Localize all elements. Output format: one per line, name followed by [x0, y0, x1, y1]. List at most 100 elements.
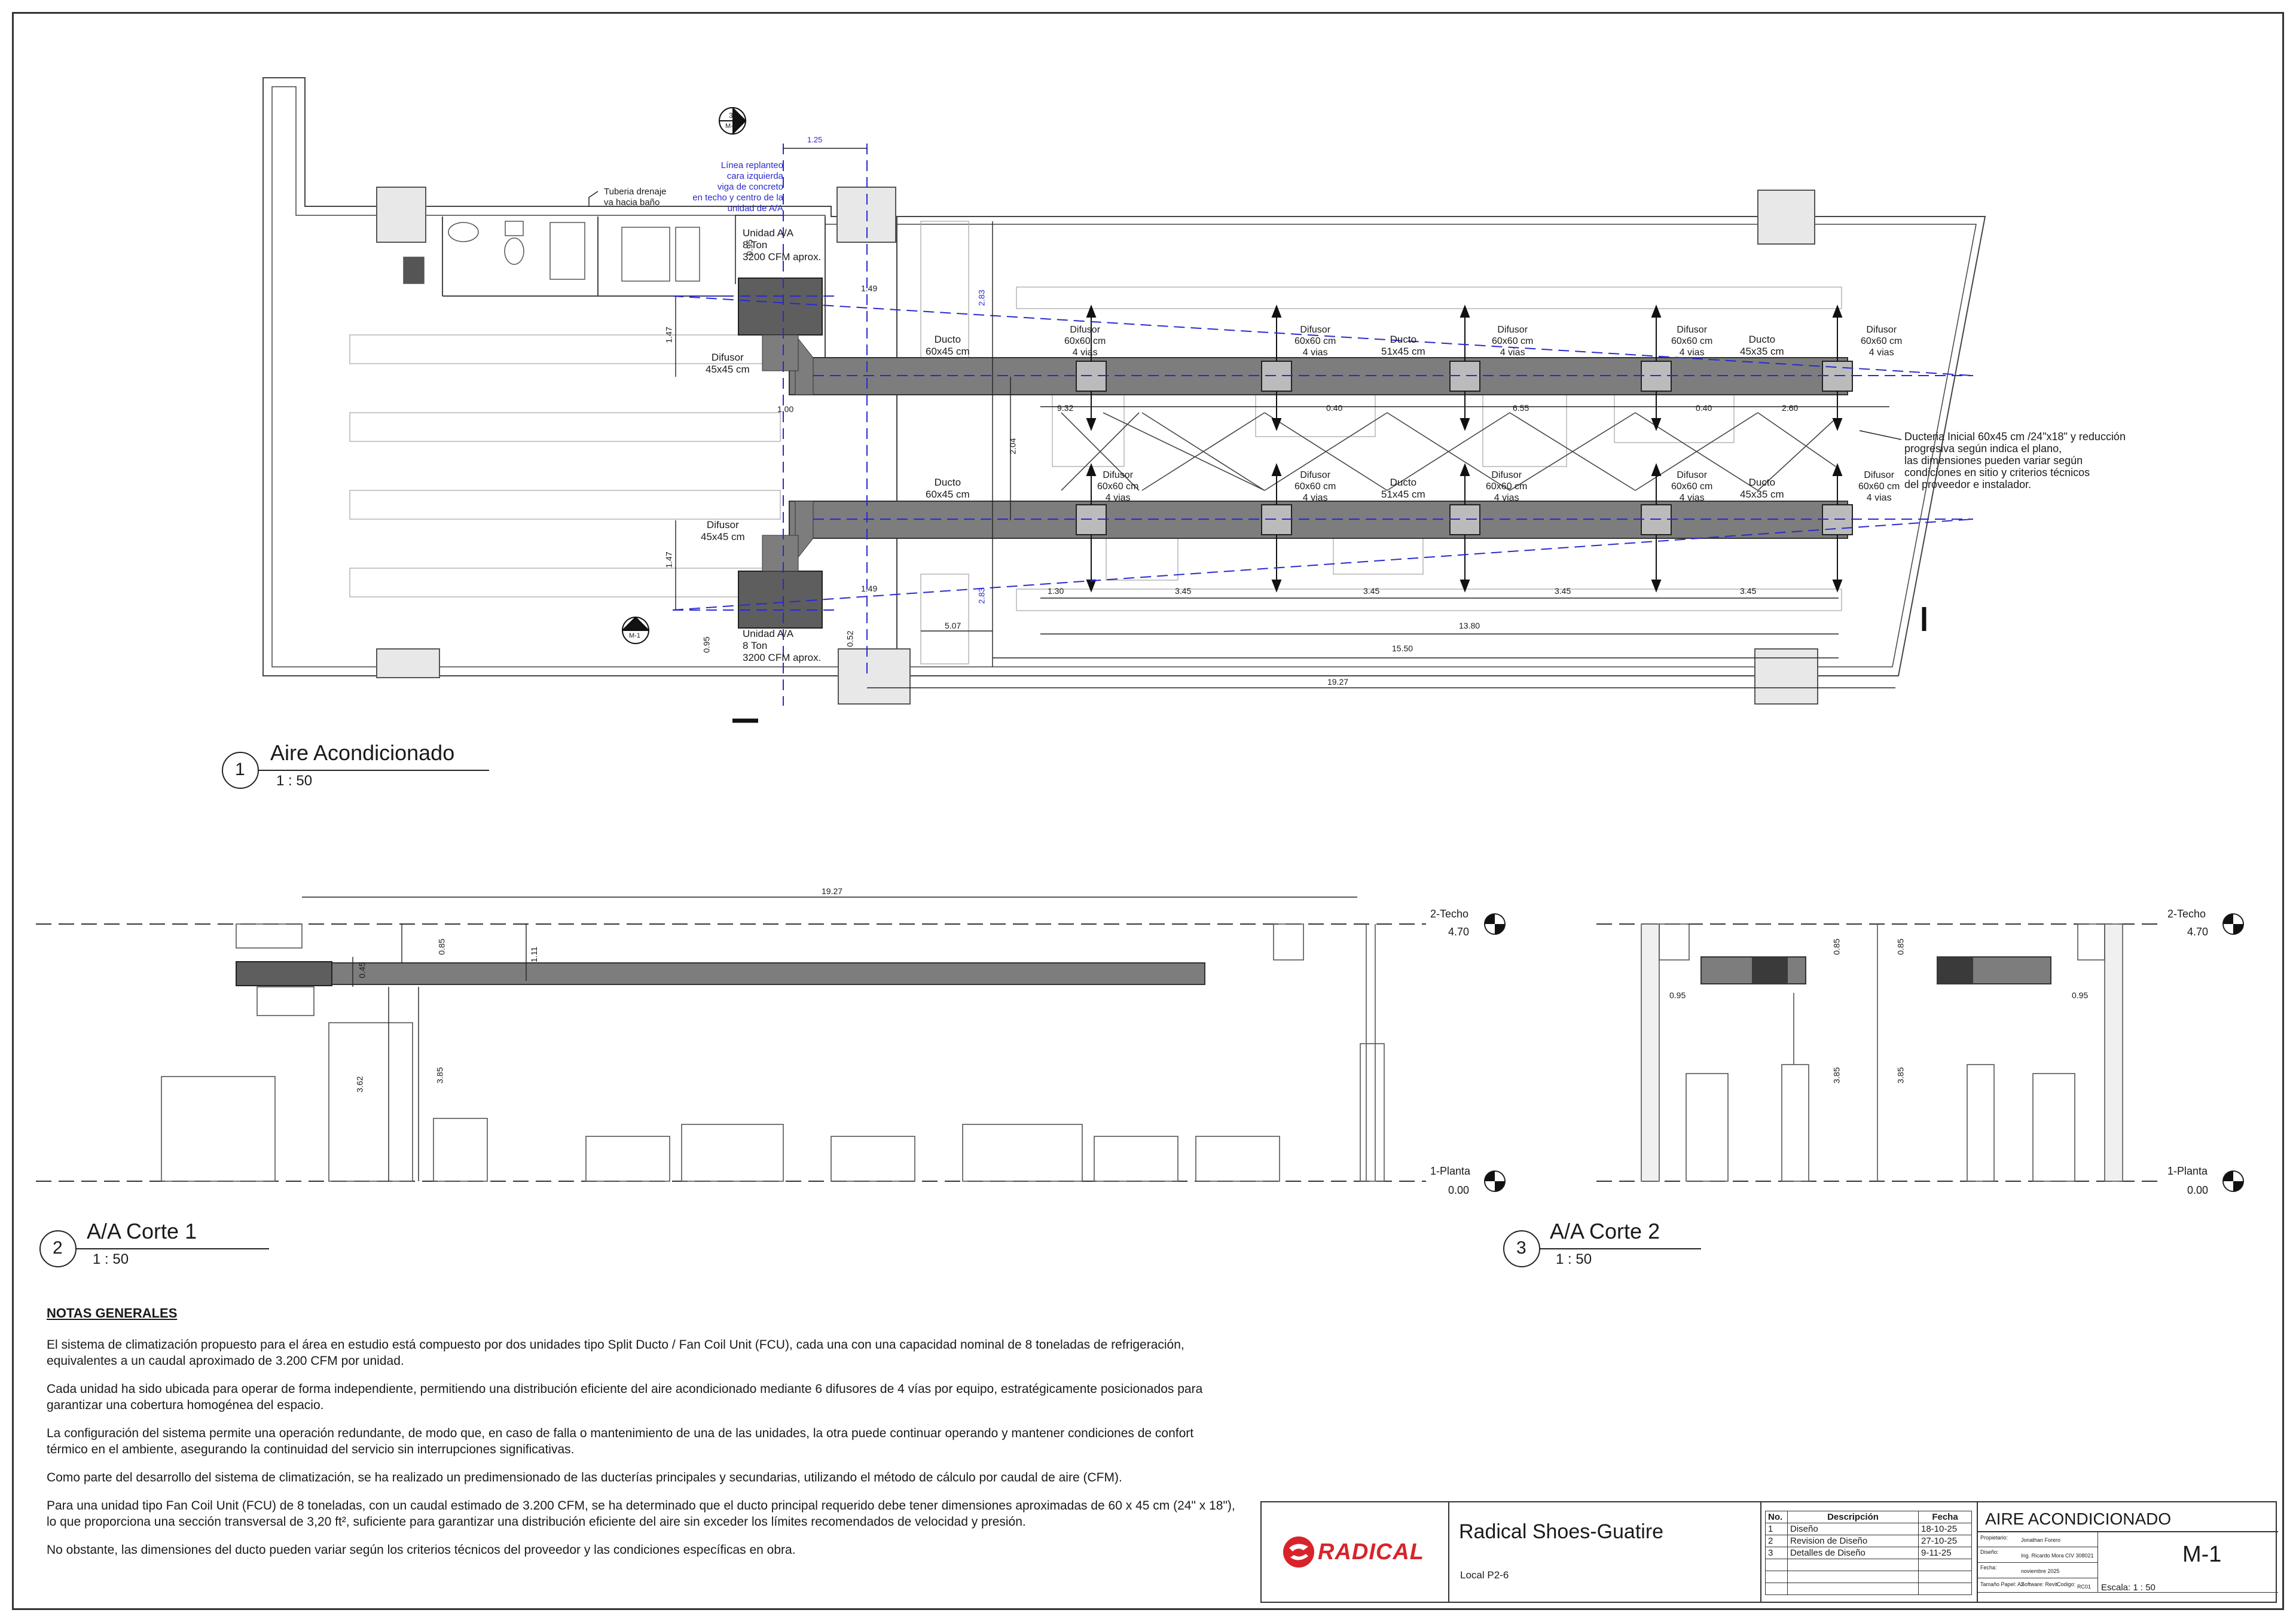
rev-row: 3 Detalles de Diseño 9-11-25 [1765, 1547, 1972, 1559]
leader-lines [588, 191, 1902, 440]
date: noviembre 2025 [2021, 1568, 2060, 1574]
label-difusor: Difusor 60x60 cm 4 vias [1294, 325, 1336, 358]
dim: 0.40 [1696, 403, 1712, 413]
dim: 13.80 [1459, 621, 1480, 630]
callout-sheet: M-1 [725, 123, 737, 130]
callout-number: 3 [729, 111, 733, 120]
dim: 3.45 [1555, 586, 1571, 596]
rev-cell: 2 [1765, 1535, 1788, 1547]
rev-row: 2 Revision de Diseño 27-10-25 [1765, 1535, 1972, 1547]
rev-row: 1 Diseño 18-10-25 [1765, 1523, 1972, 1535]
paper-size: Tamaño Papel: A2 [1980, 1581, 2025, 1587]
project-cell: Radical Shoes-Guatire Local P2-6 [1448, 1502, 1761, 1602]
dim: 19.27 [1327, 677, 1349, 687]
notes-paragraph: No obstante, las dimensiones del ducto p… [47, 1543, 796, 1557]
title-block: RADICAL Radical Shoes-Guatire Local P2-6… [1260, 1501, 2278, 1603]
bath-fixtures [403, 221, 700, 284]
label-difusor: Difusor 60x60 cm 4 vias [1486, 470, 1528, 503]
dim: 1.30 [1048, 586, 1064, 596]
label-ducto45-bottom: Ducto 45x35 cm [1740, 477, 1784, 500]
date-label: Fecha: [1980, 1565, 1997, 1571]
label-difusor: Difusor 60x60 cm 4 vias [1858, 470, 1900, 503]
label-drain: Tuberia drenaje va hacia baño [604, 187, 667, 208]
software: Software: Revit [2021, 1581, 2058, 1587]
rev-cell: Diseño [1787, 1523, 1919, 1535]
label-replanteo: Línea replanteo cara izquierda viga de c… [692, 160, 783, 214]
dim: 1.00 [777, 404, 794, 414]
label-ducto51-bottom: Ducto 51x45 cm [1381, 477, 1425, 500]
label-dif45-top: Difusor 45x45 cm [706, 352, 750, 375]
dim: 3.45 [1740, 586, 1757, 596]
dim: 3.85 [1831, 1067, 1842, 1084]
plan-title: Aire Acondicionado [270, 740, 455, 765]
section1-title: A/A Corte 1 [87, 1219, 197, 1243]
revision-table: No. Descripción Fecha 1 Diseño 18-10-25 … [1765, 1511, 1972, 1595]
dim: 3.45 [1363, 586, 1380, 596]
sheet-scale: Escala: 1 : 50 [2101, 1583, 2155, 1593]
notes-paragraph: Para una unidad tipo Fan Coil Unit (FCU)… [47, 1499, 1235, 1529]
level-value: 4.70 [1448, 926, 1470, 938]
project-location: Local P2-6 [1460, 1569, 1509, 1581]
level-name: 2-Techo [1430, 908, 1469, 920]
owner-label: Propietario: [1980, 1535, 2008, 1541]
level-value: 0.00 [1448, 1184, 1470, 1196]
dim: 1.25 [807, 135, 823, 144]
plan-dim-lines [675, 148, 1895, 688]
note-ducteria: Ducteria Inicial 60x45 cm /24"x18" y red… [1904, 431, 2126, 490]
axis-lines [672, 144, 1974, 706]
label-ducto45-top: Ducto 45x35 cm [1740, 334, 1784, 357]
dim: 0.95 [1669, 990, 1686, 1000]
rev-cell: 9-11-25 [1918, 1547, 1972, 1559]
rev-cell: Detalles de Diseño [1787, 1547, 1919, 1559]
dim: 9.32 [1057, 403, 1074, 413]
dim: 1.49 [861, 584, 878, 593]
dim: 1.49 [861, 283, 878, 293]
label-dif45-bottom: Difusor 45x45 cm [701, 519, 745, 542]
label-unit-bottom: Unidad A/A 8 Ton 3200 CFM aprox. [743, 628, 822, 663]
label-unit-top: Unidad A/A 8 Ton 3200 CFM aprox. [743, 227, 822, 263]
callout-number: 2 [633, 621, 637, 629]
section1-scale: 1 : 50 [93, 1251, 129, 1267]
label-difusor: Difusor 60x60 cm 4 vias [1671, 470, 1713, 503]
dim: 19.27 [822, 886, 843, 896]
radical-logo-icon [1283, 1536, 1314, 1568]
notes-paragraph: Cada unidad ha sido ubicada para operar … [47, 1382, 1203, 1412]
sheet-number: M-1 [2182, 1542, 2222, 1567]
dim: 15.50 [1392, 644, 1413, 653]
section2-scale: 1 : 50 [1556, 1251, 1592, 1267]
notes-paragraph: La configuración del sistema permite una… [47, 1426, 1194, 1456]
dim: 3.45 [1175, 586, 1192, 596]
label-difusor: Difusor 60x60 cm 4 vias [1294, 470, 1336, 503]
level-name: 2-Techo [2167, 908, 2206, 920]
designer: Ing. Ricardo Mora CIV 308021 [2021, 1553, 2094, 1559]
rev-header: Fecha [1918, 1511, 1972, 1523]
label-ducto60-bottom: Ducto 60x45 cm [926, 477, 970, 500]
level-name: 1-Planta [2167, 1165, 2208, 1177]
dim: 6.55 [1513, 403, 1529, 413]
rev-cell: Revision de Diseño [1787, 1535, 1919, 1547]
general-notes: NOTAS GENERALES El sistema de climatizac… [47, 1305, 1236, 1570]
code: RC01 [2077, 1584, 2092, 1590]
dim: 0.40 [1326, 403, 1343, 413]
owner: Jonathan Forero [2021, 1537, 2061, 1543]
level-value: 4.70 [2187, 926, 2209, 938]
label-difusor: Difusor 60x60 cm 4 vias [1861, 325, 1903, 358]
callout-sheet: M-1 [629, 632, 640, 639]
section2-title-number: 3 [1516, 1238, 1526, 1258]
section-markers [622, 107, 1926, 723]
rev-header: Descripción [1787, 1511, 1919, 1523]
diffuser-arrows [1086, 304, 1843, 593]
plan-scale: 1 : 50 [276, 773, 313, 789]
level-value: 0.00 [2187, 1184, 2209, 1196]
rev-cell: 18-10-25 [1918, 1523, 1972, 1535]
dim: 0.85 [1895, 938, 1906, 955]
dim: 3.85 [1895, 1067, 1906, 1084]
label-difusor: Difusor 60x60 cm 4 vias [1671, 325, 1713, 358]
notes-heading: NOTAS GENERALES [47, 1306, 178, 1321]
design-label: Diseño: [1980, 1549, 1999, 1555]
notes-paragraph: El sistema de climatización propuesto pa… [47, 1338, 1184, 1368]
axis-lines-h [673, 295, 1973, 611]
plan-title-number: 1 [235, 760, 245, 779]
dim: 0.85 [1831, 938, 1842, 955]
